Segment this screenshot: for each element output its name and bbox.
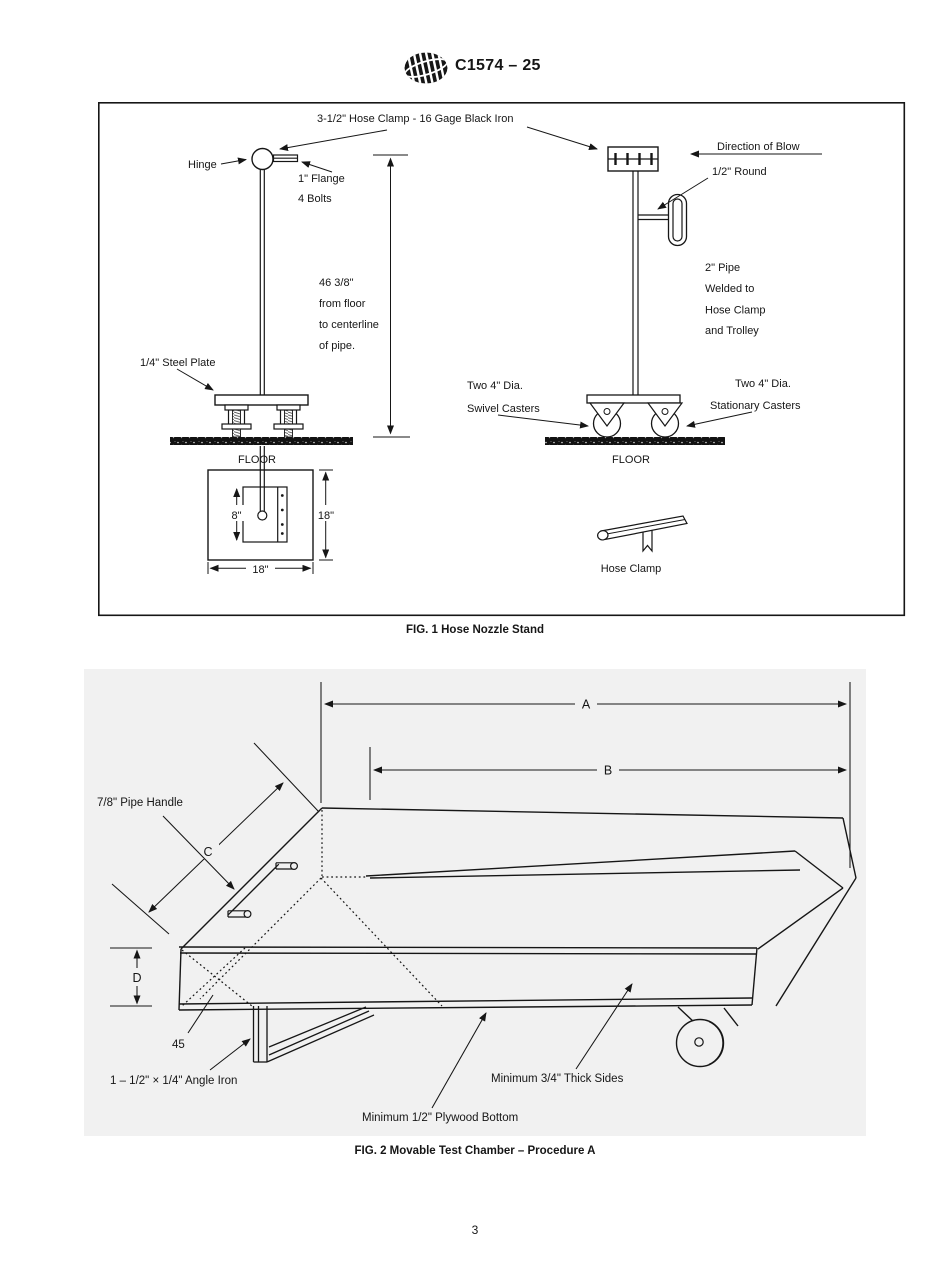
label-swivel-2: Swivel Casters bbox=[467, 403, 540, 415]
label-swivel-1: Two 4" Dia. bbox=[467, 380, 523, 392]
fig1-hose-nozzle-stand: 3-1/2" Hose Clamp - 16 Gage Black Iron H… bbox=[98, 102, 906, 617]
fig2-panel bbox=[84, 669, 866, 1136]
angle-iron-leg bbox=[252, 1006, 375, 1063]
label-flange-2: 4 Bolts bbox=[298, 193, 332, 205]
label-height-4: of pipe. bbox=[319, 340, 355, 352]
label-stationary-2: Stationary Casters bbox=[710, 400, 801, 412]
fig1-trolley-stand bbox=[497, 146, 822, 445]
label-base-side: 18" bbox=[318, 510, 334, 522]
label-hose-clamp-detail: Hose Clamp bbox=[601, 563, 662, 575]
pipe-handle bbox=[227, 861, 299, 918]
label-dim-b: B bbox=[604, 764, 612, 778]
label-dim-a: A bbox=[582, 698, 591, 712]
label-45: 45 bbox=[172, 1039, 185, 1051]
label-pipe-handle: 7/8" Pipe Handle bbox=[97, 797, 183, 809]
label-hose-clamp-spec: 3-1/2" Hose Clamp - 16 Gage Black Iron bbox=[317, 113, 514, 125]
document-code: C1574 – 25 bbox=[455, 57, 541, 74]
page-number: 3 bbox=[471, 1223, 479, 1237]
label-dim-c: C bbox=[203, 845, 212, 859]
label-floor-left: FLOOR bbox=[238, 454, 276, 466]
label-pipe-1: 2" Pipe bbox=[705, 262, 740, 274]
label-angle-iron: 1 – 1/2" × 1/4" Angle Iron bbox=[110, 1075, 237, 1087]
fig2-movable-test-chamber: A B C D 7/8" Pipe Handle 45 1 – 1/2" × 1… bbox=[84, 669, 866, 1136]
label-thick-sides: Minimum 3/4" Thick Sides bbox=[491, 1073, 624, 1085]
fig2-chamber-box bbox=[178, 807, 857, 1068]
fig2-leaders bbox=[162, 815, 633, 1109]
floor-hatch-right bbox=[545, 437, 725, 445]
label-dim-d: D bbox=[132, 971, 141, 985]
fig1-base-plan-view bbox=[207, 446, 338, 575]
label-plywood-bottom: Minimum 1/2" Plywood Bottom bbox=[362, 1112, 518, 1124]
label-height-1: 46 3/8" bbox=[319, 277, 354, 289]
fig1-left-stand bbox=[170, 126, 598, 445]
label-steel-plate: 1/4" Steel Plate bbox=[140, 357, 215, 369]
fig1-caption: FIG. 1 Hose Nozzle Stand bbox=[405, 624, 545, 636]
label-height-3: to centerline bbox=[319, 319, 379, 331]
astm-logo-icon bbox=[404, 52, 448, 84]
label-hinge: Hinge bbox=[188, 159, 217, 171]
hinge-ball bbox=[251, 147, 274, 171]
fig1-hose-clamp-detail bbox=[597, 515, 688, 553]
label-height-2: from floor bbox=[319, 298, 366, 310]
label-floor-right: FLOOR bbox=[612, 454, 650, 466]
fig1-border bbox=[98, 102, 906, 617]
label-pipe-2: Welded to bbox=[705, 283, 754, 295]
fig2-caption: FIG. 2 Movable Test Chamber – Procedure … bbox=[354, 1145, 596, 1157]
floor-hatch-left bbox=[170, 437, 353, 445]
label-direction-of-blow: Direction of Blow bbox=[717, 141, 800, 153]
label-pipe-3: Hose Clamp bbox=[705, 305, 766, 317]
label-pipe-4: and Trolley bbox=[705, 325, 759, 337]
label-half-round: 1/2" Round bbox=[712, 166, 767, 178]
label-stationary-1: Two 4" Dia. bbox=[735, 378, 791, 390]
label-base-depth: 8" bbox=[231, 510, 241, 522]
label-base-width: 18" bbox=[252, 564, 268, 576]
fig2-dimensions bbox=[110, 682, 851, 1007]
label-flange-1: 1" Flange bbox=[298, 173, 345, 185]
